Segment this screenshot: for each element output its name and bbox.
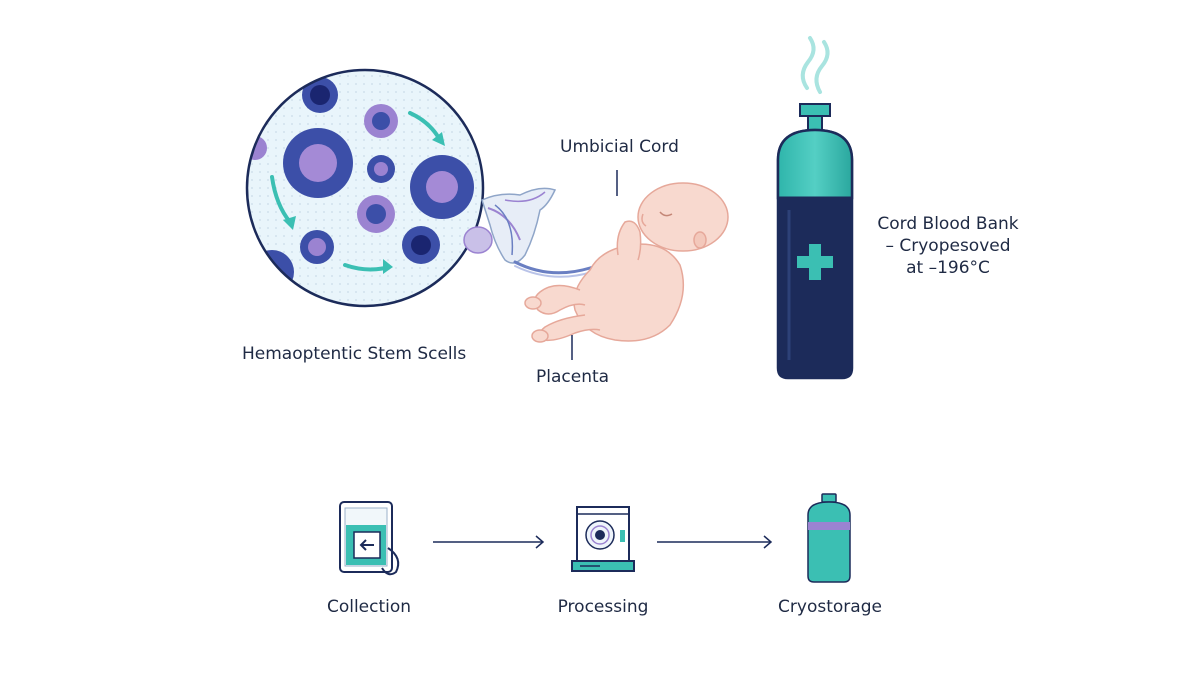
cord-blood-bank-label: Cord Blood Bank – Cryopesoved at –196°C xyxy=(868,213,1028,279)
bank-label-line-1: Cord Blood Bank xyxy=(877,214,1019,234)
flow-arrow-1 xyxy=(433,535,545,549)
bank-label-line-3: at –196°C xyxy=(906,258,990,278)
blood-bag-icon xyxy=(339,501,400,576)
cryo-vial-icon xyxy=(807,493,851,583)
centrifuge-icon xyxy=(571,506,635,572)
cell-small-4 xyxy=(357,195,395,233)
placenta-illustration xyxy=(463,187,557,264)
cell-small-6 xyxy=(402,226,440,264)
medical-cross-icon xyxy=(797,244,833,280)
cell-edge-bottom xyxy=(250,250,294,294)
cell-large-1 xyxy=(283,128,353,198)
cryo-tank xyxy=(776,36,854,380)
cell-small-5 xyxy=(300,230,334,264)
bank-label-line-2: – Cryopesoved xyxy=(885,236,1011,256)
placenta-label: Placenta xyxy=(536,367,610,387)
cell-small-1 xyxy=(302,77,338,113)
stem-cells-label: Hemaoptentic Stem Scells xyxy=(242,344,467,364)
cell-small-3 xyxy=(367,155,395,183)
step-cryostorage-label: Cryostorage xyxy=(778,597,882,617)
step-collection-label: Collection xyxy=(326,597,412,617)
flow-arrow-2 xyxy=(657,535,773,549)
cell-large-2 xyxy=(410,155,474,219)
umbilical-cord-label: Umbicial Cord xyxy=(560,137,679,157)
stem-cell-circle xyxy=(245,68,485,308)
baby-illustration xyxy=(524,182,729,343)
step-processing-label: Processing xyxy=(557,597,649,617)
cell-small-2 xyxy=(364,104,398,138)
vapor-icon xyxy=(800,36,830,94)
